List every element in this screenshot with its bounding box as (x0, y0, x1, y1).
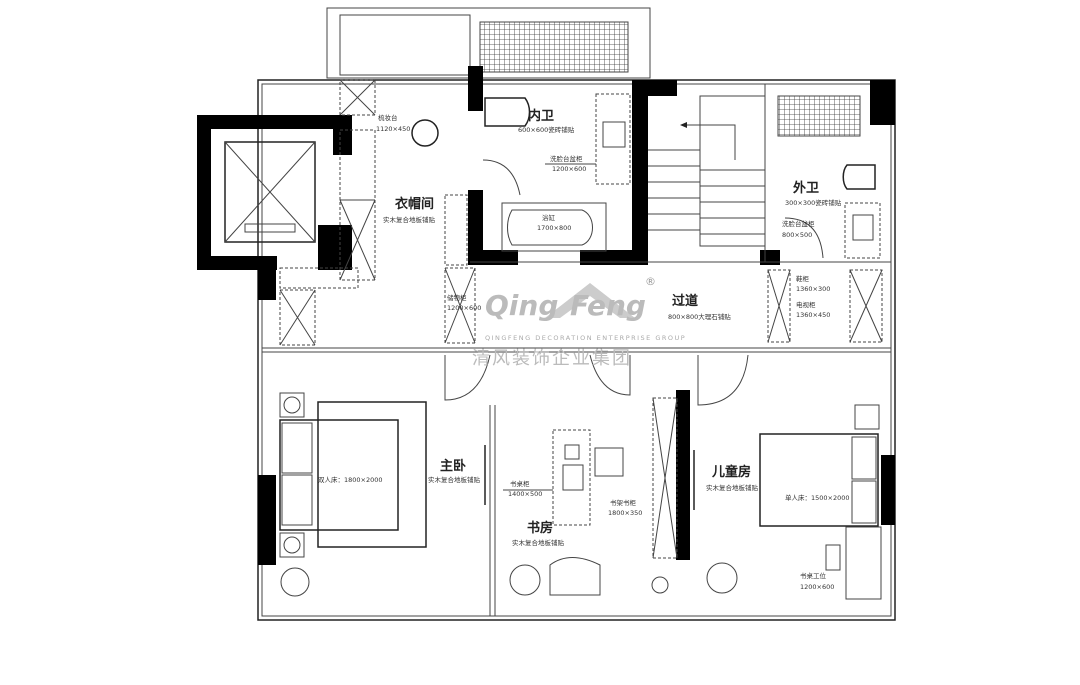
corridor-label: 过道 (672, 293, 698, 309)
svg-text:实木复合地板铺贴: 实木复合地板铺贴 (512, 538, 565, 547)
stool (411, 119, 439, 147)
balcony-annex (326, 7, 651, 79)
svg-text:清风装饰企业集团: 清风装饰企业集团 (472, 348, 632, 369)
elevator (224, 141, 316, 243)
svg-text:书桌柜: 书桌柜 (510, 479, 530, 488)
desk (845, 526, 882, 600)
svg-text:1360×450: 1360×450 (796, 311, 830, 319)
svg-text:®: ® (645, 275, 656, 288)
toilet (842, 164, 876, 190)
svg-text:书桌工位: 书桌工位 (800, 571, 827, 580)
outer-bath-fixtures (767, 95, 883, 343)
study-furniture (509, 397, 678, 596)
svg-text:洗脸台盆柜: 洗脸台盆柜 (782, 219, 815, 228)
vanity (844, 202, 881, 259)
desk (552, 429, 591, 526)
master-furniture (279, 392, 486, 597)
svg-text:电视柜: 电视柜 (796, 300, 816, 309)
bathtub (501, 202, 607, 252)
kids-room-label: 儿童房 (711, 464, 751, 480)
svg-text:1800×350: 1800×350 (608, 509, 642, 517)
svg-text:QINGFENG DECORATION ENTERPRISE: QINGFENG DECORATION ENTERPRISE GROUP (485, 334, 686, 342)
svg-text:浴缸: 浴缸 (542, 213, 556, 222)
svg-text:300×300瓷砖铺贴: 300×300瓷砖铺贴 (785, 198, 842, 207)
svg-text:鞋柜: 鞋柜 (796, 274, 810, 283)
svg-text:双人床：1800×2000: 双人床：1800×2000 (318, 475, 383, 484)
svg-text:1700×800: 1700×800 (537, 224, 571, 232)
chair (594, 447, 624, 477)
svg-text:800×500: 800×500 (782, 231, 812, 239)
svg-text:实木复合地板铺贴: 实木复合地板铺贴 (428, 475, 481, 484)
bookshelf (652, 397, 678, 559)
svg-text:实木复合地板铺贴: 实木复合地板铺贴 (706, 483, 759, 492)
vanity (595, 93, 631, 185)
master-bedroom-label: 主卧 (440, 458, 466, 474)
kids-furniture (693, 404, 882, 600)
svg-text:单人床：1500×2000: 单人床：1500×2000 (785, 493, 850, 502)
shower-tray (479, 21, 629, 73)
staircase (648, 95, 766, 247)
doors (444, 217, 824, 406)
company-watermark: Qing Feng ® QINGFENG DECORATION ENTERPRI… (472, 275, 686, 369)
svg-text:储物柜: 储物柜 (447, 293, 467, 302)
closet-cabinets (279, 79, 476, 346)
svg-text:1120×450: 1120×450 (376, 125, 410, 133)
room-labels: 衣帽间 实木复合地板铺贴 梳妆台 1120×450 内卫 600×600瓷砖铺贴… (318, 108, 850, 591)
svg-text:实木复合地板铺贴: 实木复合地板铺贴 (383, 215, 436, 224)
plant (280, 567, 310, 597)
svg-text:1400×500: 1400×500 (508, 490, 542, 498)
svg-text:梳妆台: 梳妆台 (378, 113, 398, 122)
svg-text:1200×600: 1200×600 (447, 304, 481, 312)
outer-bath-label: 外卫 (792, 180, 819, 196)
svg-text:1200×600: 1200×600 (552, 165, 586, 173)
svg-text:600×600瓷砖铺贴: 600×600瓷砖铺贴 (518, 125, 575, 134)
study-label: 书房 (527, 520, 553, 536)
walls (197, 66, 896, 621)
toilet (484, 97, 531, 127)
svg-text:洗脸台盆柜: 洗脸台盆柜 (550, 154, 583, 163)
svg-text:Qing: Qing (485, 289, 558, 322)
inner-bath-label: 内卫 (528, 108, 554, 124)
svg-text:Feng: Feng (570, 289, 646, 322)
inner-bath-fixtures (482, 93, 631, 252)
svg-text:书架书柜: 书架书柜 (610, 498, 637, 507)
closet-label: 衣帽间 (395, 196, 434, 212)
svg-text:1360×300: 1360×300 (796, 285, 830, 293)
svg-text:1200×600: 1200×600 (800, 583, 834, 591)
plant (706, 562, 738, 594)
svg-text:800×800大理石铺贴: 800×800大理石铺贴 (668, 312, 731, 321)
